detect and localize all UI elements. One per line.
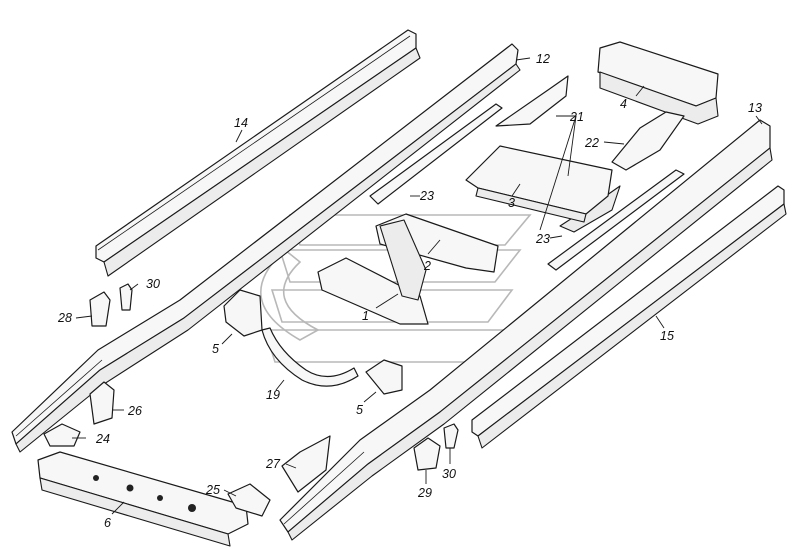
label-23-right: 23 (535, 232, 550, 246)
label-30-right: 30 (442, 467, 456, 481)
part-23-strip-left (369, 103, 503, 205)
label-30-left: 30 (146, 277, 160, 291)
label-27: 27 (265, 457, 281, 471)
label-23-left: 23 (419, 189, 434, 203)
label-2: 2 (423, 259, 431, 273)
label-4: 4 (620, 97, 627, 111)
callout-labels: 12 13 14 15 4 22 21 3 23 23 2 1 30 28 5 … (57, 52, 762, 530)
part-19-curved-member (261, 327, 359, 387)
label-22: 22 (584, 136, 599, 150)
part-29-bracket (413, 437, 441, 471)
part-6-front-member (37, 451, 249, 547)
part-13-frame-member (279, 119, 773, 541)
leader-lines (72, 57, 763, 515)
part-5-bracket-lower (365, 359, 403, 395)
part-23-strip-right (547, 169, 685, 271)
label-26: 26 (127, 404, 142, 418)
part-1-x-member (317, 219, 429, 325)
label-6: 6 (104, 516, 111, 530)
label-5-lower: 5 (356, 403, 363, 417)
label-28: 28 (57, 311, 72, 325)
label-19: 19 (266, 388, 280, 402)
label-14: 14 (234, 116, 248, 130)
label-21: 21 (569, 110, 584, 124)
label-25: 25 (205, 483, 220, 497)
part-12-frame-member (11, 43, 521, 453)
label-13: 13 (748, 101, 762, 115)
part-27-bracket (281, 435, 331, 493)
part-14-side-rail (95, 29, 421, 277)
part-25-bracket (227, 483, 271, 517)
label-12: 12 (536, 52, 550, 66)
part-26-bracket (89, 381, 115, 425)
part-15-side-rail (471, 185, 787, 449)
label-3: 3 (508, 196, 515, 210)
part-30-clip-left (119, 283, 133, 311)
part-30-clip-right (443, 423, 459, 449)
part-4-cross-member (597, 41, 719, 125)
part-24-bracket (43, 423, 81, 447)
part-3-cross-frame (465, 145, 613, 223)
part-5-bracket-upper (223, 289, 263, 337)
label-29: 29 (417, 486, 432, 500)
label-15: 15 (660, 329, 674, 343)
label-24: 24 (95, 432, 110, 446)
part-28-bracket (89, 291, 111, 327)
part-22-bracket (611, 111, 685, 171)
label-5-upper: 5 (212, 342, 219, 356)
label-1: 1 (362, 309, 369, 323)
